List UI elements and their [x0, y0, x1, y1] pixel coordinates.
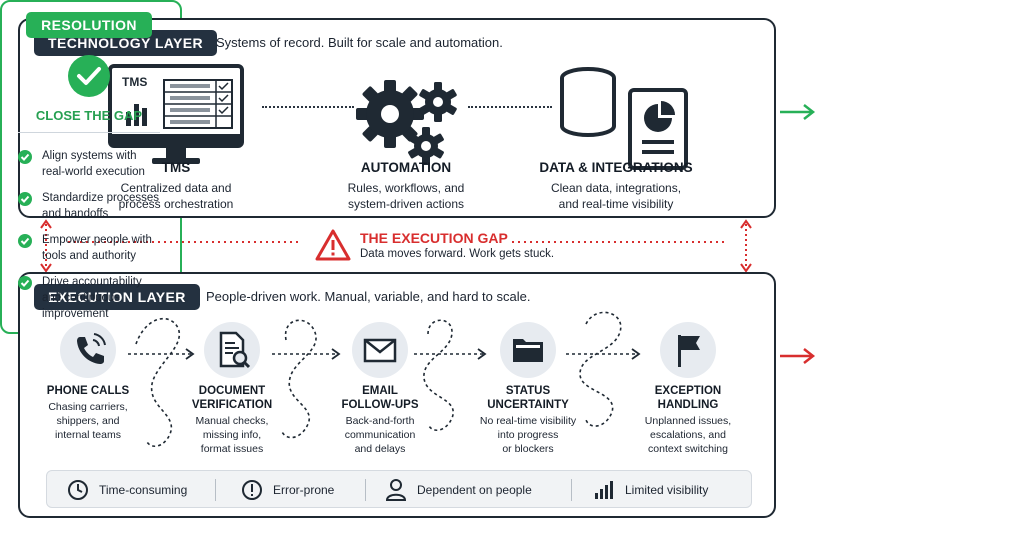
resolution-divider — [18, 132, 160, 133]
folder-icon — [513, 339, 543, 362]
execution-flow-scribbles — [128, 311, 641, 447]
check-small-icon — [18, 234, 32, 248]
tech-item-tms-desc: Centralized data and process orchestrati… — [118, 181, 234, 211]
database-report-icon — [560, 67, 688, 170]
execution-layer-panel: EXECUTION LAYER People-driven work. Manu… — [18, 272, 776, 518]
technology-layer-panel: TECHNOLOGY LAYER Systems of record. Buil… — [18, 18, 776, 218]
resolution-item-standardize: Standardize processes and handoffs — [42, 192, 159, 220]
execution-gap-subtitle: Data moves forward. Work gets stuck. — [360, 248, 555, 260]
tech-item-automation-title: AUTOMATION — [360, 160, 452, 175]
warning-triangle-icon — [315, 229, 351, 261]
flag-icon-circle — [660, 322, 716, 378]
envelope-icon — [363, 338, 397, 363]
metrics-bar: Time-consuming Error-prone Dependent on … — [46, 470, 752, 508]
exec-item-document: DOCUMENT VERIFICATION Manual checks, mis… — [191, 385, 273, 455]
check-small-icon — [18, 150, 32, 164]
signal-bars-icon — [595, 481, 613, 499]
resolution-badge: RESOLUTION — [26, 12, 152, 38]
folder-icon-circle — [500, 322, 556, 378]
document-search-icon-circle — [204, 322, 260, 378]
tech-item-data-desc: Clean data, integrations, and real-time … — [550, 181, 682, 211]
tech-item-automation-desc: Rules, workflows, and system-driven acti… — [347, 181, 465, 211]
execution-layer-badge: EXECUTION LAYER — [34, 284, 200, 310]
execution-gap-lines — [40, 219, 752, 273]
phone-icon-circle — [60, 322, 116, 378]
tech-item-tms-title: TMS — [161, 160, 191, 175]
exec-item-status: STATUS UNCERTAINTY No real-time visibili… — [479, 385, 577, 455]
person-icon — [385, 479, 407, 501]
metric-divider — [365, 479, 366, 501]
resolution-item-align: Align systems with real-world execution — [42, 150, 145, 178]
document-search-icon — [219, 331, 251, 369]
resolution-arrows — [780, 104, 816, 364]
tech-item-data-title: DATA & INTEGRATIONS — [539, 160, 693, 175]
connector-automation-data — [468, 106, 552, 108]
exec-item-email: EMAIL FOLLOW-UPS Back-and-forth communic… — [341, 385, 419, 455]
check-small-icon — [18, 192, 32, 206]
resolution-heading: CLOSE THE GAP — [35, 108, 143, 123]
metric-time-consuming: Time-consuming — [99, 483, 188, 497]
metric-divider — [215, 479, 216, 501]
technology-layer-subtitle: Systems of record. Built for scale and a… — [216, 35, 503, 50]
execution-gap-title: THE EXECUTION GAP — [360, 230, 508, 246]
check-small-icon — [18, 276, 32, 290]
clock-icon — [68, 480, 88, 500]
metric-error-prone: Error-prone — [273, 483, 335, 497]
envelope-icon-circle — [352, 322, 408, 378]
flag-icon — [678, 335, 700, 367]
tms-screen-label: TMS — [122, 75, 147, 89]
check-circle-icon — [68, 55, 110, 97]
resolution-item-empower: Empower people with tools and authority — [42, 234, 152, 262]
alert-circle-icon — [242, 480, 262, 500]
metric-dependent-on-people: Dependent on people — [417, 483, 532, 497]
exec-item-exception: EXCEPTION HANDLING Unplanned issues, esc… — [644, 385, 732, 455]
gears-icon — [356, 80, 457, 165]
connector-tms-automation — [262, 106, 354, 108]
metric-divider — [571, 479, 572, 501]
resolution-item-accountability: Drive accountability and continuous impr… — [42, 276, 142, 320]
monitor-chart-icon: TMS — [108, 64, 244, 164]
phone-icon — [77, 333, 106, 364]
metric-limited-visibility: Limited visibility — [625, 483, 709, 497]
execution-layer-subtitle: People-driven work. Manual, variable, an… — [206, 289, 531, 304]
exec-item-phone: PHONE CALLS Chasing carriers, shippers, … — [46, 385, 130, 441]
